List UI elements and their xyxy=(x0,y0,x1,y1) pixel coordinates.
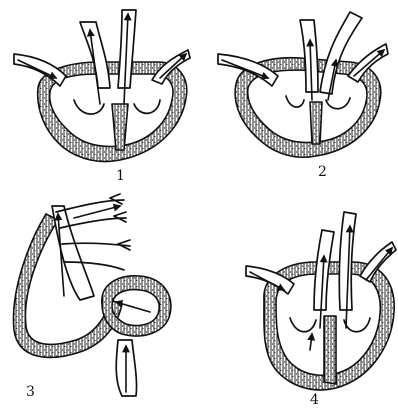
panel-2-right-vessel xyxy=(320,12,362,94)
panel-3: 3 xyxy=(13,194,170,400)
panel-4-left-valve xyxy=(290,318,316,332)
panel-2: 2 xyxy=(218,12,388,180)
panel-4-arrow-ventricle xyxy=(310,334,312,350)
panel-2-number: 2 xyxy=(318,164,327,180)
panel-3-bulb xyxy=(102,276,171,336)
panel-1-septum xyxy=(112,104,128,150)
panel-1-right-valve xyxy=(134,100,160,113)
panel-1-left-vessel xyxy=(80,22,110,88)
panel-4: 4 xyxy=(246,212,396,408)
panel-4-number: 4 xyxy=(310,392,319,408)
panel-1-number: 1 xyxy=(116,168,125,184)
panel-3-arrow-branch xyxy=(74,206,120,218)
panel-4-septum xyxy=(324,316,336,384)
panel-3-number: 3 xyxy=(26,384,35,400)
panel-4-right-valve xyxy=(344,318,370,332)
panel-2-left-valve xyxy=(286,96,304,107)
panel-2-right-valve xyxy=(326,98,350,109)
panel-2-septum xyxy=(310,102,322,144)
panel-2-left-vessel xyxy=(300,20,318,92)
panel-1: 1 xyxy=(14,10,190,184)
